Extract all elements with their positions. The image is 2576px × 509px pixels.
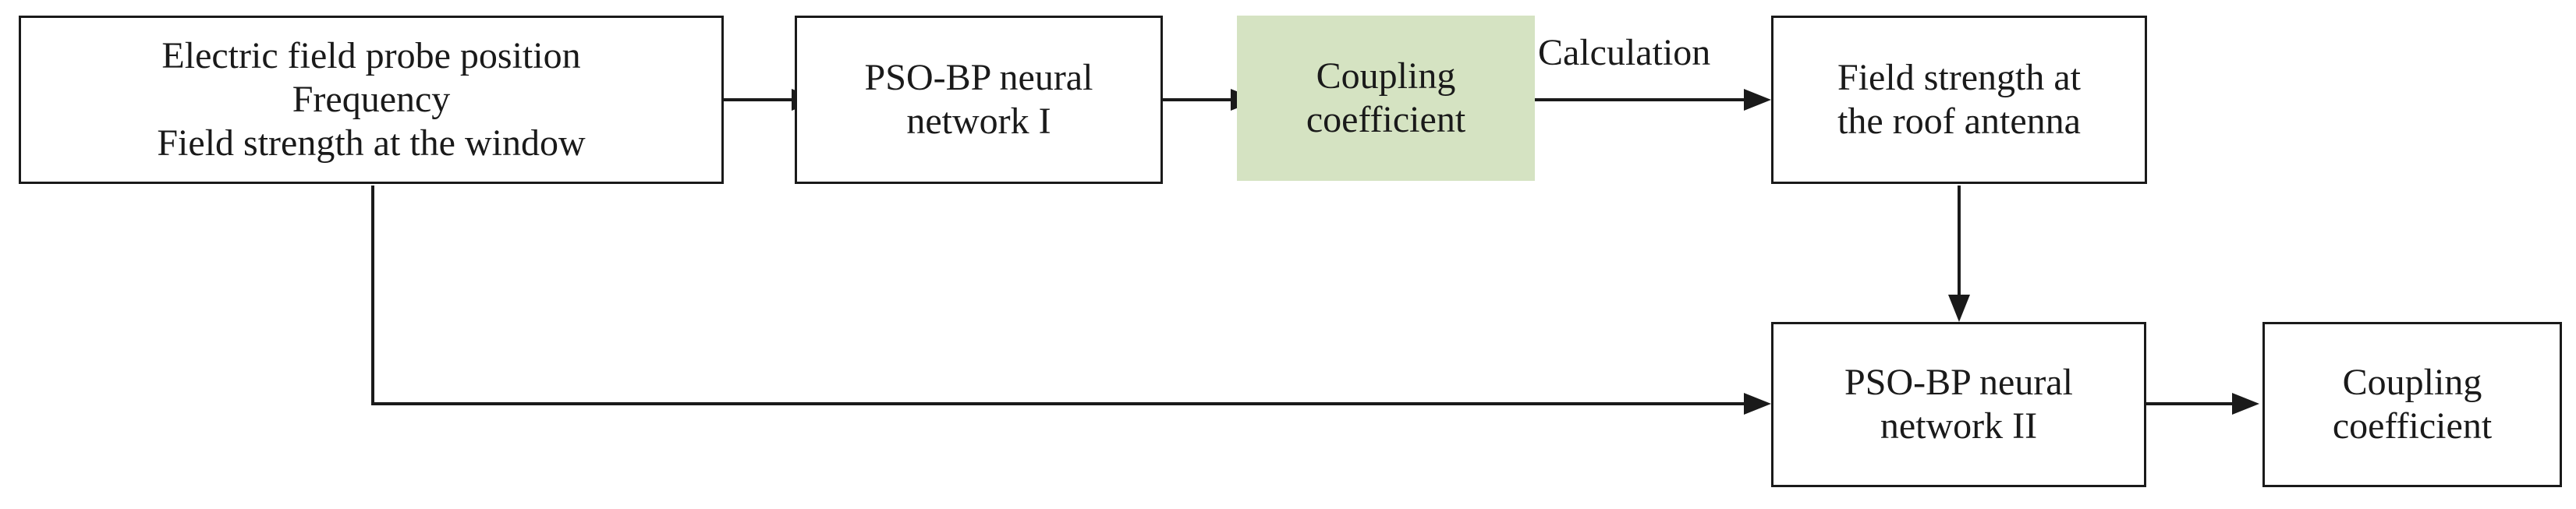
arrowhead-nn2-to-coupling2 [2232,393,2259,415]
nn2-line-2: network II [1880,405,2038,447]
calculation-label: Calculation [1538,32,1711,73]
coupling-coefficient-box-2: Coupling coefficient [2262,322,2562,487]
pso-bp-network-1-box: PSO-BP neural network I [795,16,1163,184]
coupling2-line-1: Coupling [2342,362,2482,403]
coupling1-line-2: coefficient [1306,99,1466,140]
field-strength-roof-box: Field strength at the roof antenna [1771,16,2147,184]
arrow-inputs-to-nn2 [371,186,1744,405]
pso-bp-network-2-box: PSO-BP neural network II [1771,322,2146,487]
arrowhead-field-roof-to-nn2 [1948,295,1970,322]
nn1-line-1: PSO-BP neural [864,57,1093,98]
arrowhead-inputs-to-nn2 [1744,393,1771,415]
coupling1-line-1: Coupling [1316,55,1456,97]
arrowhead-coupling1-to-field-roof [1744,89,1771,111]
coupling-coefficient-box-1: Coupling coefficient [1237,16,1535,181]
inputs-line-3: Field strength at the window [157,122,586,164]
inputs-line-1: Electric field probe position [161,35,581,76]
inputs-line-2: Frequency [292,79,451,120]
field-roof-line-2: the roof antenna [1837,101,2081,142]
nn2-line-1: PSO-BP neural [1844,362,2073,403]
coupling2-line-2: coefficient [2332,405,2493,447]
nn1-line-2: network I [906,101,1051,142]
inputs-box: Electric field probe position Frequency … [19,16,724,184]
field-roof-line-1: Field strength at [1837,57,2081,98]
